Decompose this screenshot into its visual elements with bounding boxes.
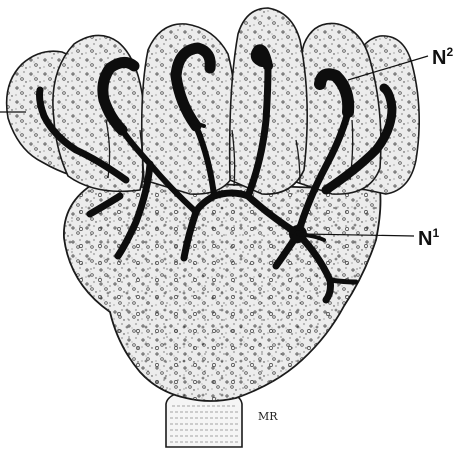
label-n2: N2 (432, 45, 453, 69)
artist-signature: MR (258, 410, 278, 423)
label-n1: N1 (418, 226, 439, 250)
